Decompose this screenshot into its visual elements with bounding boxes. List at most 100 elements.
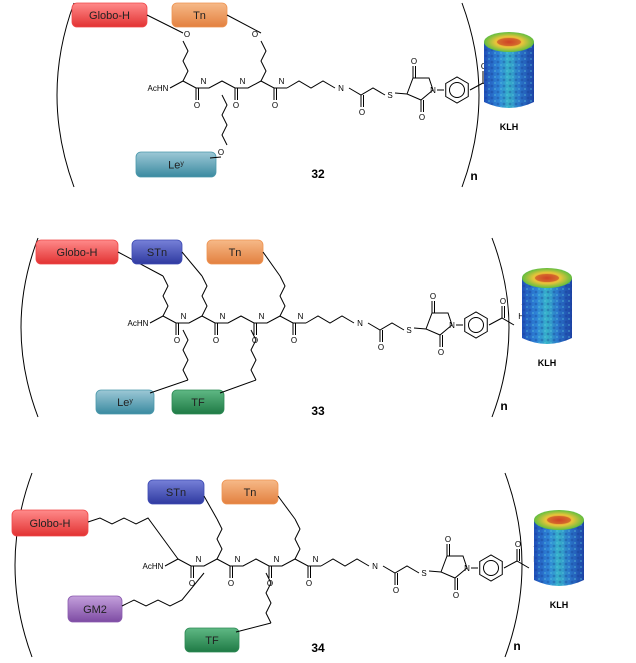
thioether-bond <box>428 570 442 573</box>
compound-number: 33 <box>311 404 325 418</box>
antigen-ley: Ley <box>135 151 217 178</box>
oxygen-atom: O <box>233 101 239 110</box>
antigen-label: Ley <box>117 397 133 409</box>
glycosidic-bond <box>203 495 218 520</box>
imide-n-atom: N <box>449 321 455 330</box>
peptide-backbone <box>164 558 321 567</box>
glycosidic-bond <box>149 379 189 394</box>
antigen-shape <box>221 479 279 505</box>
amide-n-atom: N <box>357 319 363 328</box>
acetyl-linker <box>382 565 420 574</box>
nh-atom: N <box>279 77 285 86</box>
oxygen-atom: O <box>515 540 521 549</box>
oxygen-atom: O <box>252 336 258 345</box>
klh-label: KLH <box>500 122 519 132</box>
oxygen-atom: O <box>453 591 459 600</box>
antigen-label: Globo-H <box>30 518 71 530</box>
antigen-label: Ley <box>168 160 184 172</box>
antigen-label: Globo-H <box>89 10 130 22</box>
oxygen-atom: O <box>189 579 195 588</box>
right-bracket <box>504 472 523 658</box>
antigen-globo-h: Globo-H <box>11 509 89 537</box>
glycosidic-bond <box>235 622 272 633</box>
antigen-tf: TF <box>184 627 240 653</box>
antigen-tn: Tn <box>171 2 228 28</box>
aromatic-circle <box>449 82 465 98</box>
left-bracket <box>20 237 39 418</box>
antigen-shape <box>184 627 240 653</box>
klh-carrier-icon <box>522 268 572 344</box>
benzamide-bond <box>488 317 515 326</box>
acetylamino-label: AcHN <box>128 319 149 328</box>
right-bracket <box>461 2 480 188</box>
succinimide-ring <box>440 555 468 579</box>
propyl-spacer <box>286 80 336 89</box>
antigen-superscript: y <box>180 160 184 167</box>
phenyl-ring <box>479 554 503 582</box>
oxygen-atom: O <box>213 336 219 345</box>
repeat-n-label: n <box>500 399 507 413</box>
structures-layer: nAcHNONONONOGlobo-HOTnOLeyNOSOONOHNKLH32… <box>11 2 584 658</box>
antigen-tf: TF <box>171 389 225 415</box>
antigen-stn: STn <box>147 479 205 505</box>
klh-label: KLH <box>550 600 569 610</box>
oxygen-atom: O <box>438 348 444 357</box>
oxygen-atom: O <box>194 101 200 110</box>
sulfur-atom: S <box>406 326 411 335</box>
glycosidic-bond <box>181 251 203 277</box>
antigen-stn: STn <box>131 239 183 265</box>
peptide-backbone <box>149 315 306 324</box>
oxygen-atom: O <box>184 30 190 39</box>
nh-atom: N <box>240 77 246 86</box>
antigen-label: TF <box>191 397 205 409</box>
nh-atom: N <box>313 555 319 564</box>
linker-chain <box>221 94 228 146</box>
left-bracket <box>14 472 33 658</box>
construct-33: nAcHNONONONONGlobo-HSTnTnLeyTFNOSOONOHNK… <box>20 237 572 418</box>
antigen-label: Tn <box>193 10 206 22</box>
nh-atom: N <box>298 312 304 321</box>
repeat-n-label: n <box>513 639 520 653</box>
antigen-label: TF <box>205 635 219 647</box>
antigen-shape <box>11 509 89 537</box>
peptide-backbone <box>169 80 287 89</box>
antigen-label: GM2 <box>83 604 107 616</box>
antigen-globo-h: Globo-H <box>35 239 119 265</box>
nh-atom: N <box>259 312 265 321</box>
propyl-spacer <box>320 558 370 567</box>
compound-number: 32 <box>311 167 325 181</box>
oxygen-atom: O <box>218 148 224 157</box>
thioether-bond <box>394 92 408 95</box>
glycosidic-bond <box>219 379 257 394</box>
antigen-label: Tn <box>244 487 257 499</box>
linker-chain <box>87 517 179 560</box>
linker-chain <box>162 275 169 317</box>
oxygen-atom: O <box>378 343 384 352</box>
klh-label: KLH <box>538 358 557 368</box>
phenyl-ring <box>445 76 469 104</box>
oxygen-atom: O <box>419 113 425 122</box>
antigen-label: Tn <box>229 247 242 259</box>
compound-number: 34 <box>311 641 325 655</box>
imide-n-atom: N <box>430 86 436 95</box>
antigen-label: STn <box>147 247 167 259</box>
nh-atom: N <box>220 312 226 321</box>
klh-carrier-icon <box>534 510 584 586</box>
oxygen-atom: O <box>430 292 436 301</box>
right-bracket <box>491 237 510 418</box>
antigen-globo-h: Globo-H <box>71 2 148 28</box>
acetylamino-label: AcHN <box>143 562 164 571</box>
nh-atom: N <box>196 555 202 564</box>
glycosidic-bond <box>277 495 296 520</box>
oxygen-atom: O <box>267 579 273 588</box>
oxygen-atom: O <box>272 101 278 110</box>
klh-carrier-icon <box>484 32 534 108</box>
acetylamino-label: AcHN <box>148 84 169 93</box>
linker-chain <box>250 329 257 381</box>
linker-chain <box>294 518 301 560</box>
glycosidic-bond <box>262 251 281 277</box>
aromatic-circle <box>468 317 484 333</box>
thioether-bond <box>413 327 427 330</box>
